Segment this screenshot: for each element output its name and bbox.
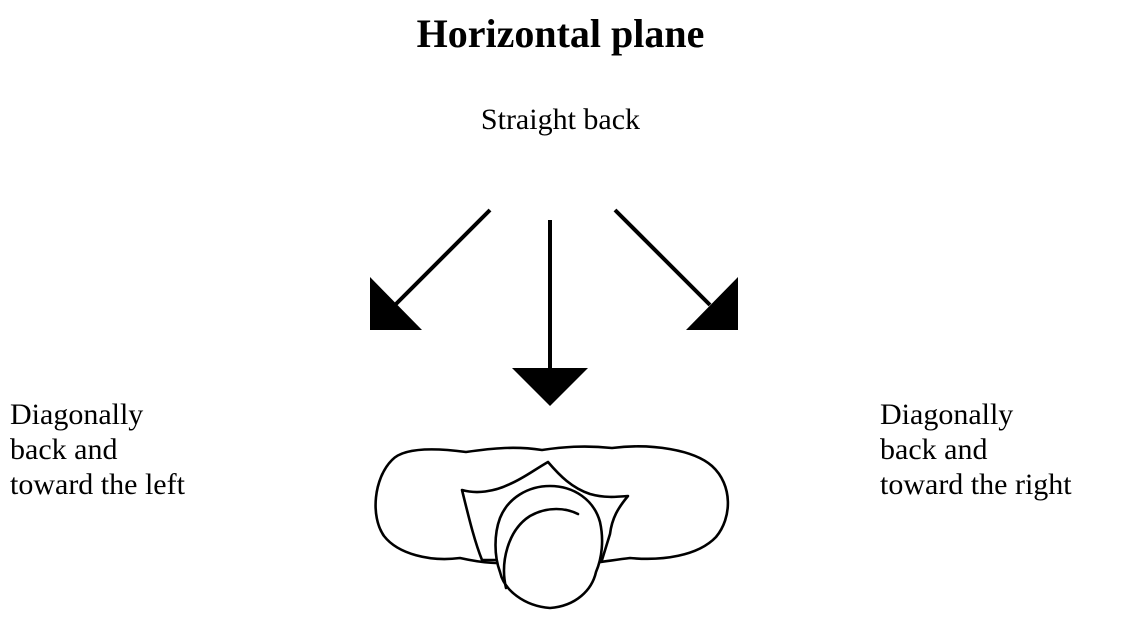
arrow-diagonal-right [615, 210, 738, 330]
arrow-diagonal-right-head [686, 277, 738, 330]
head-outline [496, 486, 603, 608]
arrow-straight-back-head [512, 368, 588, 406]
arrow-diagonal-left-shaft [396, 210, 490, 304]
head-shoulders-figure [376, 446, 728, 608]
arrow-diagonal-right-shaft [615, 210, 710, 305]
arrow-diagonal-left [370, 210, 490, 330]
arrow-straight-back [512, 220, 588, 406]
